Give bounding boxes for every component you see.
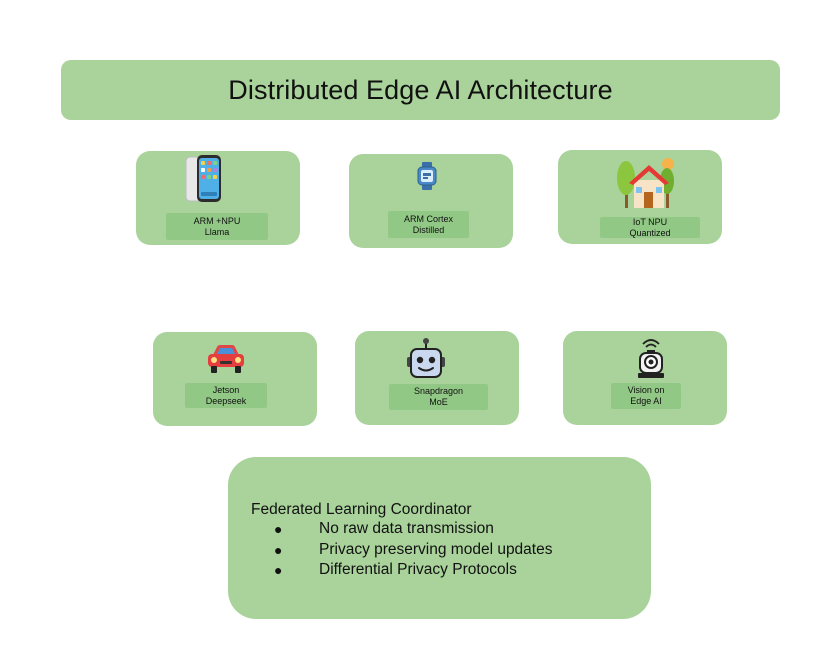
node-label-line2: Distilled	[412, 224, 445, 235]
node-car: Jetson Deepseek	[153, 332, 317, 426]
node-iot: IoT NPU Quantized	[558, 150, 722, 244]
bullet-icon: ●	[274, 562, 283, 578]
coordinator-item: ● Differential Privacy Protocols	[274, 560, 552, 581]
node-label-line1: Jetson	[212, 384, 240, 395]
smartphone-icon	[185, 155, 221, 202]
house-icon	[617, 158, 674, 208]
node-label: Snapdragon MoE	[389, 384, 488, 410]
coordinator-box: Federated Learning Coordinator ● No raw …	[228, 457, 651, 619]
coordinator-item-text: Privacy preserving model updates	[319, 540, 553, 558]
node-label-line2: Edge AI	[630, 396, 662, 406]
node-label: IoT NPU Quantized	[600, 217, 700, 238]
camera-icon	[638, 339, 664, 378]
node-label: Jetson Deepseek	[185, 383, 267, 408]
node-label-line2: Llama	[204, 226, 230, 237]
node-label: ARM Cortex Distilled	[388, 211, 469, 238]
node-label: Vision on Edge AI	[611, 383, 681, 409]
node-label-line2: Quantized	[629, 227, 671, 238]
coordinator-item: ● Privacy preserving model updates	[274, 540, 552, 561]
node-label-line1: IoT NPU	[632, 216, 668, 227]
node-label-line1: Vision on	[627, 385, 665, 395]
coordinator-list: ● No raw data transmission ● Privacy pre…	[274, 519, 552, 581]
diagram-title: Distributed Edge AI Architecture	[228, 74, 613, 105]
node-label-line1: ARM Cortex	[403, 213, 453, 224]
node-camera: Vision on Edge AI	[563, 331, 727, 425]
coordinator-title: Federated Learning Coordinator	[251, 501, 472, 518]
node-label: ARM +NPU Llama	[166, 213, 268, 240]
coordinator-item-text: No raw data transmission	[319, 520, 494, 537]
bullet-icon: ●	[274, 541, 283, 558]
coordinator-item-text: Differential Privacy Protocols	[319, 561, 517, 578]
bullet-icon: ●	[274, 521, 283, 537]
coordinator-item: ● No raw data transmission	[274, 519, 552, 540]
node-phone: ARM +NPU Llama	[136, 151, 300, 245]
robot-icon	[407, 338, 445, 378]
node-label-line1: ARM +NPU	[193, 215, 241, 226]
node-label-line2: MoE	[429, 397, 448, 407]
node-label-line1: Snapdragon	[413, 386, 464, 396]
smartwatch-icon	[417, 162, 437, 190]
node-robot: Snapdragon MoE	[355, 331, 519, 425]
car-icon	[208, 345, 244, 373]
title-bar: Distributed Edge AI Architecture	[61, 60, 780, 120]
node-label-line2: Deepseek	[205, 395, 247, 406]
node-watch: ARM Cortex Distilled	[349, 154, 513, 248]
